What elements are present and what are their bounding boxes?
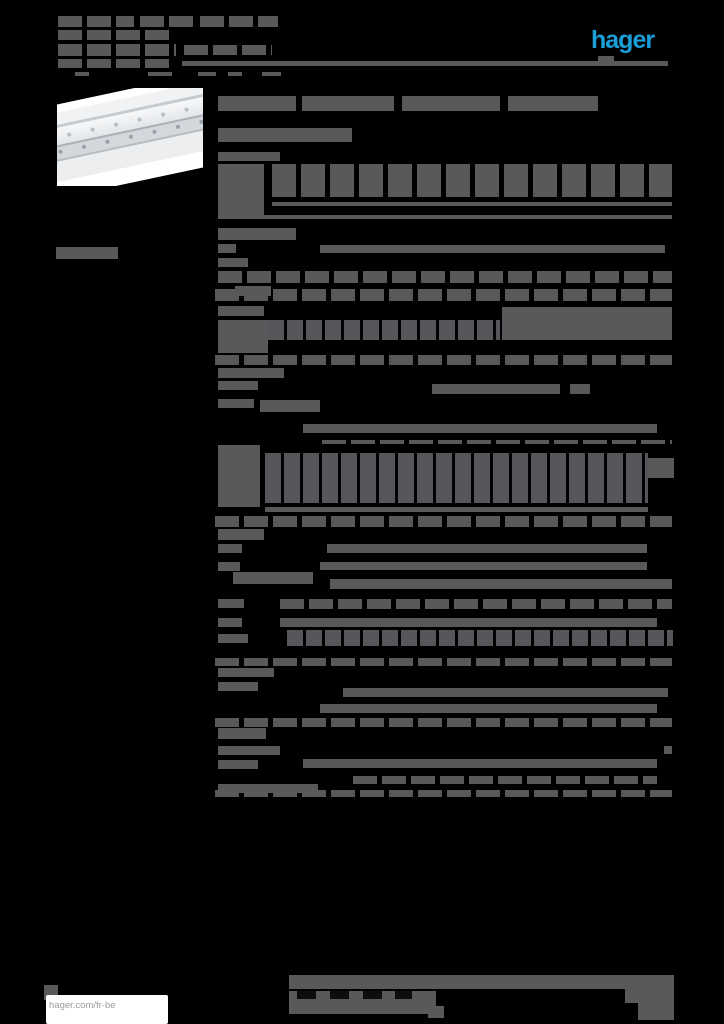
redacted-text-bar bbox=[218, 368, 284, 378]
redacted-text-bar bbox=[502, 307, 672, 340]
redacted-text-bar bbox=[664, 746, 672, 754]
redacted-text-bar bbox=[200, 16, 278, 27]
redacted-text-bar bbox=[218, 381, 258, 390]
redacted-text-bar bbox=[215, 289, 672, 301]
redacted-text-bar bbox=[287, 630, 673, 646]
redacted-text-bar bbox=[302, 96, 394, 111]
redacted-text-bar bbox=[303, 759, 657, 768]
redacted-text-bar bbox=[58, 16, 134, 27]
redacted-text-bar bbox=[56, 247, 118, 259]
redacted-text-bar bbox=[218, 96, 296, 111]
redacted-text-bar bbox=[215, 516, 672, 527]
redacted-text-bar bbox=[428, 1006, 444, 1018]
redacted-text-bar bbox=[58, 44, 176, 56]
redacted-text-bar bbox=[218, 529, 264, 540]
redacted-text-bar bbox=[262, 72, 281, 76]
redacted-text-bar bbox=[233, 572, 313, 584]
redacted-text-bar bbox=[218, 746, 280, 755]
footer-website-box[interactable]: hager.com/fr-be bbox=[46, 995, 168, 1024]
redacted-text-bar bbox=[218, 228, 296, 240]
redacted-text-bar bbox=[353, 776, 657, 784]
cable-trunking-illustration bbox=[57, 88, 203, 186]
redacted-text-bar bbox=[343, 688, 668, 697]
redacted-text-bar bbox=[218, 784, 318, 793]
redacted-text-bar bbox=[402, 96, 500, 111]
redacted-text-bar bbox=[330, 579, 672, 589]
redacted-text-bar bbox=[75, 72, 89, 76]
redacted-text-bar bbox=[198, 72, 216, 76]
redacted-text-bar bbox=[272, 202, 672, 206]
redacted-text-bar bbox=[218, 668, 274, 677]
redacted-text-bar bbox=[272, 164, 672, 197]
redacted-text-bar bbox=[218, 271, 672, 283]
redacted-text-bar bbox=[320, 562, 647, 570]
redacted-text-bar bbox=[218, 760, 258, 769]
redacted-text-bar bbox=[184, 45, 272, 55]
redacted-text-bar bbox=[297, 991, 316, 999]
redacted-text-bar bbox=[265, 453, 648, 503]
redacted-text-bar bbox=[218, 244, 236, 253]
redacted-text-bar bbox=[218, 445, 260, 507]
hager-logo: hager bbox=[591, 26, 655, 54]
redacted-text-bar bbox=[395, 991, 412, 999]
redacted-text-bar bbox=[598, 56, 614, 65]
footer-website-link[interactable]: hager.com/fr-be bbox=[49, 1000, 116, 1011]
redacted-text-bar bbox=[218, 215, 672, 219]
redacted-text-bar bbox=[218, 634, 248, 643]
redacted-text-bar bbox=[218, 164, 264, 218]
redacted-text-bar bbox=[322, 440, 672, 444]
redacted-text-bar bbox=[320, 245, 665, 253]
redacted-text-bar bbox=[182, 61, 668, 66]
redacted-text-bar bbox=[570, 384, 590, 394]
redacted-text-bar bbox=[330, 991, 349, 999]
redacted-text-bar bbox=[625, 989, 674, 1003]
redacted-text-bar bbox=[58, 30, 170, 40]
redacted-text-bar bbox=[215, 790, 672, 797]
redacted-text-bar bbox=[648, 458, 674, 478]
redacted-text-bar bbox=[218, 306, 264, 316]
redacted-text-bar bbox=[218, 128, 352, 142]
redacted-text-bar bbox=[218, 728, 266, 739]
product-image bbox=[57, 88, 203, 186]
redacted-text-bar bbox=[215, 355, 672, 365]
redacted-text-bar bbox=[638, 1003, 674, 1020]
redacted-text-bar bbox=[140, 16, 194, 27]
redacted-text-bar bbox=[432, 384, 560, 394]
redacted-text-bar bbox=[268, 320, 500, 340]
redacted-text-bar bbox=[215, 658, 672, 666]
redacted-text-bar bbox=[228, 72, 242, 76]
redacted-text-bar bbox=[218, 599, 244, 608]
redacted-text-bar bbox=[265, 507, 648, 512]
redacted-text-bar bbox=[218, 562, 240, 571]
redacted-text-bar bbox=[148, 72, 172, 76]
redacted-text-bar bbox=[218, 258, 248, 267]
redacted-text-bar bbox=[320, 704, 657, 713]
redacted-text-bar bbox=[215, 718, 672, 727]
redacted-text-bar bbox=[218, 152, 280, 161]
redacted-text-bar bbox=[303, 424, 657, 433]
redacted-text-bar bbox=[218, 544, 242, 553]
redacted-text-bar bbox=[280, 618, 657, 627]
redacted-text-bar bbox=[363, 991, 382, 999]
redacted-text-bar bbox=[327, 544, 647, 553]
redacted-text-bar bbox=[508, 96, 598, 111]
redacted-text-bar bbox=[280, 599, 672, 609]
redacted-text-bar bbox=[218, 618, 242, 627]
redacted-text-bar bbox=[289, 975, 674, 989]
redacted-text-bar bbox=[260, 400, 320, 412]
redacted-text-bar bbox=[58, 59, 170, 68]
redacted-text-bar bbox=[218, 682, 258, 691]
redacted-text-bar bbox=[218, 399, 254, 408]
redacted-text-bar bbox=[218, 320, 268, 353]
